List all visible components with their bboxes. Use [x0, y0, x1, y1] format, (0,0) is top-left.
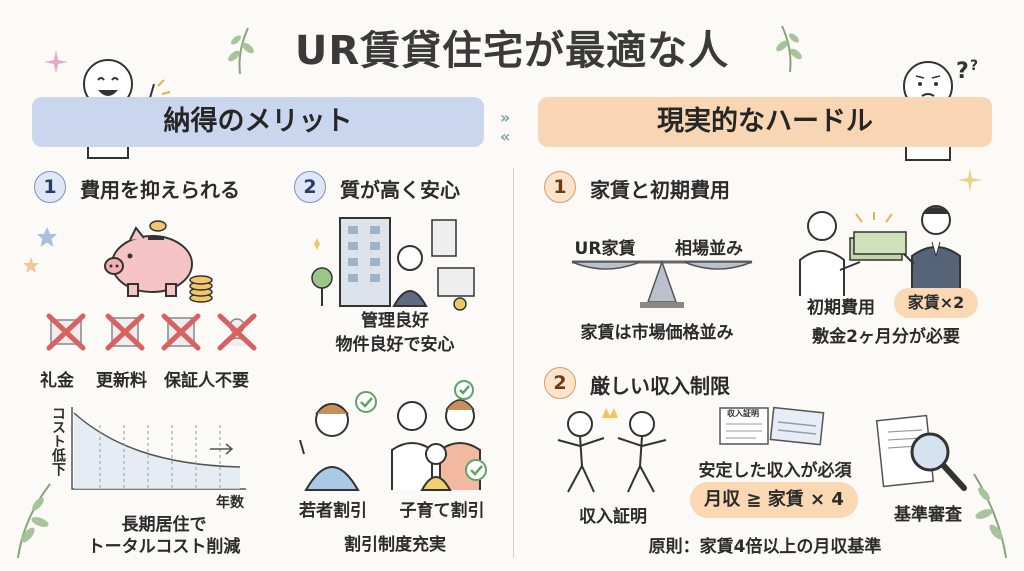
- step-number-badge: 2: [294, 171, 326, 203]
- section-heading: 厳しい収入制限: [590, 374, 730, 398]
- hurdle-banner: 現実的なハードル: [538, 97, 992, 147]
- no-fee-label: 更新料: [96, 371, 147, 391]
- star-icon: [37, 227, 57, 247]
- banner-connector-icon: »«: [500, 108, 511, 146]
- graph-y-label: コスト低下: [50, 406, 66, 476]
- document-label: 収入証明: [727, 409, 759, 418]
- page-title: UR賃貸住宅が最適な人: [294, 28, 730, 74]
- sparkle-icon: [958, 168, 982, 192]
- apartment-building-icon: [311, 217, 475, 311]
- initial-cost-label: 初期費用: [807, 298, 875, 318]
- leaf-sprig-icon: [776, 25, 802, 73]
- leaf-sprig-icon: [973, 473, 1007, 559]
- income-rule: 原則：家賃4倍以上の月収基準: [648, 537, 882, 557]
- scale-left-label: UR家賃: [574, 239, 636, 259]
- income-formula-pill: 月収 ≧ 家賃 × 4: [690, 482, 858, 518]
- no-renewal-fee-icon: [105, 313, 145, 351]
- mgmt-line2: 物件良好で安心: [335, 335, 455, 355]
- discount-young-label: 若者割引: [299, 501, 367, 521]
- graph-x-label: 年数: [216, 495, 244, 511]
- family-discount-icon: [299, 380, 487, 491]
- scale-right-label: 相場並み: [675, 239, 743, 259]
- no-fee-label: 保証人不要: [164, 371, 249, 391]
- cost-caption-line2: トータルコスト削減: [87, 537, 241, 557]
- merit-banner: 納得のメリット: [32, 97, 484, 147]
- scale-caption: 家賃は市場価格並み: [580, 323, 734, 343]
- arguing-people-icon: [557, 408, 667, 493]
- cost-caption-line1: 長期居住で: [121, 515, 207, 535]
- no-fee-label: 礼金: [40, 371, 74, 391]
- criteria-review-label: 基準審査: [894, 505, 962, 525]
- balance-scale-icon: [571, 259, 753, 308]
- magnifier-review-icon: [875, 414, 967, 491]
- piggy-bank-icon: [104, 220, 193, 297]
- leaf-sprig-icon: [228, 27, 254, 75]
- initial-cost-caption: 敷金2ヶ月分が必要: [812, 327, 960, 347]
- stable-income-label: 安定した収入が必須: [698, 461, 852, 481]
- coin-stack-icon: [189, 275, 213, 303]
- center-divider: [513, 168, 514, 558]
- discount-caption: 割引制度充実: [344, 535, 446, 555]
- step-number-badge: 2: [544, 367, 576, 399]
- initial-cost-pill: 家賃×2: [894, 288, 978, 318]
- svg-text:?: ?: [956, 59, 969, 84]
- income-proof-label: 収入証明: [579, 507, 647, 527]
- section-heading: 費用を抑えられる: [80, 178, 240, 202]
- cost-decline-graph: [71, 407, 246, 490]
- section-heading: 家賃と初期費用: [590, 178, 730, 202]
- no-guarantor-doc-icon: [161, 313, 201, 351]
- star-icon: [23, 257, 39, 273]
- no-key-money-icon: [46, 313, 86, 351]
- discount-child-label: 子育て割引: [399, 501, 485, 521]
- no-guarantor-icon: [217, 313, 257, 351]
- sparkle-icon: [44, 50, 68, 74]
- income-document-icon: [719, 406, 825, 446]
- step-number-badge: 1: [34, 171, 66, 203]
- leaf-sprig-icon: [17, 483, 51, 559]
- section-heading: 質が高く安心: [340, 178, 460, 202]
- step-number-badge: 1: [544, 171, 576, 203]
- svg-text:?: ?: [970, 58, 978, 74]
- cash-handover-icon: [799, 205, 961, 296]
- mgmt-line1: 管理良好: [361, 311, 429, 331]
